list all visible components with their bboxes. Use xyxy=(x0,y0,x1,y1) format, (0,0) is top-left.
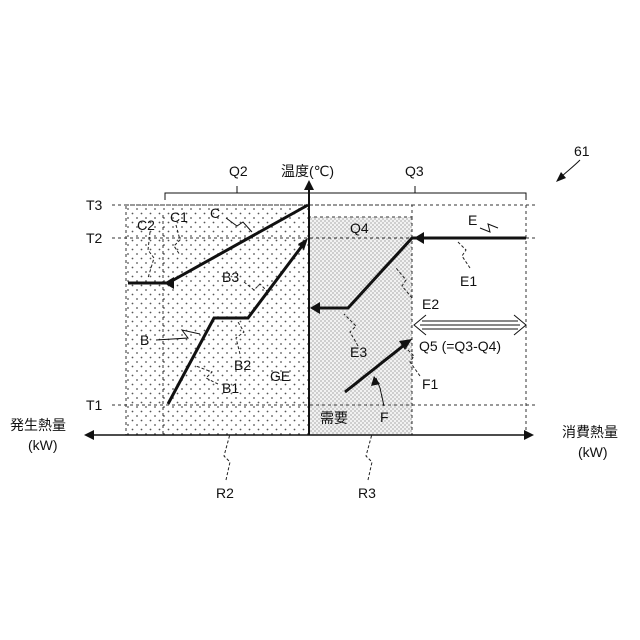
x-axis-left-arrowhead xyxy=(84,430,94,440)
curve-e3-label: E3 xyxy=(350,344,367,360)
leader-r3 xyxy=(366,434,372,480)
y-axis-label: 温度(℃) xyxy=(281,163,334,179)
curve-c1-label: C1 xyxy=(170,209,188,225)
curve-c2-label: C2 xyxy=(137,217,155,233)
x-right-label-line1: 消費熱量 xyxy=(562,424,618,440)
t2-label: T2 xyxy=(86,230,103,246)
q2-label: Q2 xyxy=(229,163,248,179)
region-r3-fill xyxy=(309,205,412,435)
q4-label: Q4 xyxy=(350,220,369,236)
curve-e1-label: E1 xyxy=(460,273,477,289)
leader-r2 xyxy=(224,434,230,480)
x-left-label-line1: 発生熱量 xyxy=(10,417,66,433)
curve-f-label: F xyxy=(380,409,389,425)
y-axis-arrowhead xyxy=(304,180,314,190)
r2-label: R2 xyxy=(216,485,234,501)
region-q4-box xyxy=(309,205,412,217)
demand-label: 需要 xyxy=(320,410,348,426)
ge-label: GE xyxy=(270,368,290,384)
region-r2-fill xyxy=(126,205,309,435)
t1-label: T1 xyxy=(86,397,103,413)
curve-b-label: B xyxy=(140,332,149,348)
x-left-label-line2: (kW) xyxy=(28,437,58,453)
curve-e-arrowhead-top xyxy=(414,232,424,244)
bracket-q2 xyxy=(165,186,309,200)
curve-b3-label: B3 xyxy=(222,269,239,285)
curve-e2-label: E2 xyxy=(422,296,439,312)
t3-label: T3 xyxy=(86,197,103,213)
bracket-q3 xyxy=(309,186,526,200)
curve-f1-label: F1 xyxy=(422,376,439,392)
leader-e1 xyxy=(458,242,470,268)
curve-e-label: E xyxy=(468,212,477,228)
x-axis-right-arrowhead xyxy=(524,430,534,440)
curve-c-label: C xyxy=(210,205,220,221)
q3-label: Q3 xyxy=(405,163,424,179)
x-right-label-line2: (kW) xyxy=(578,444,608,460)
leader-e xyxy=(480,224,498,232)
curve-b2-label: B2 xyxy=(234,357,251,373)
figure-number: 61 xyxy=(574,143,590,159)
curve-b1-label: B1 xyxy=(222,380,239,396)
q5-label: Q5 (=Q3-Q4) xyxy=(419,338,501,354)
r3-label: R3 xyxy=(358,485,376,501)
